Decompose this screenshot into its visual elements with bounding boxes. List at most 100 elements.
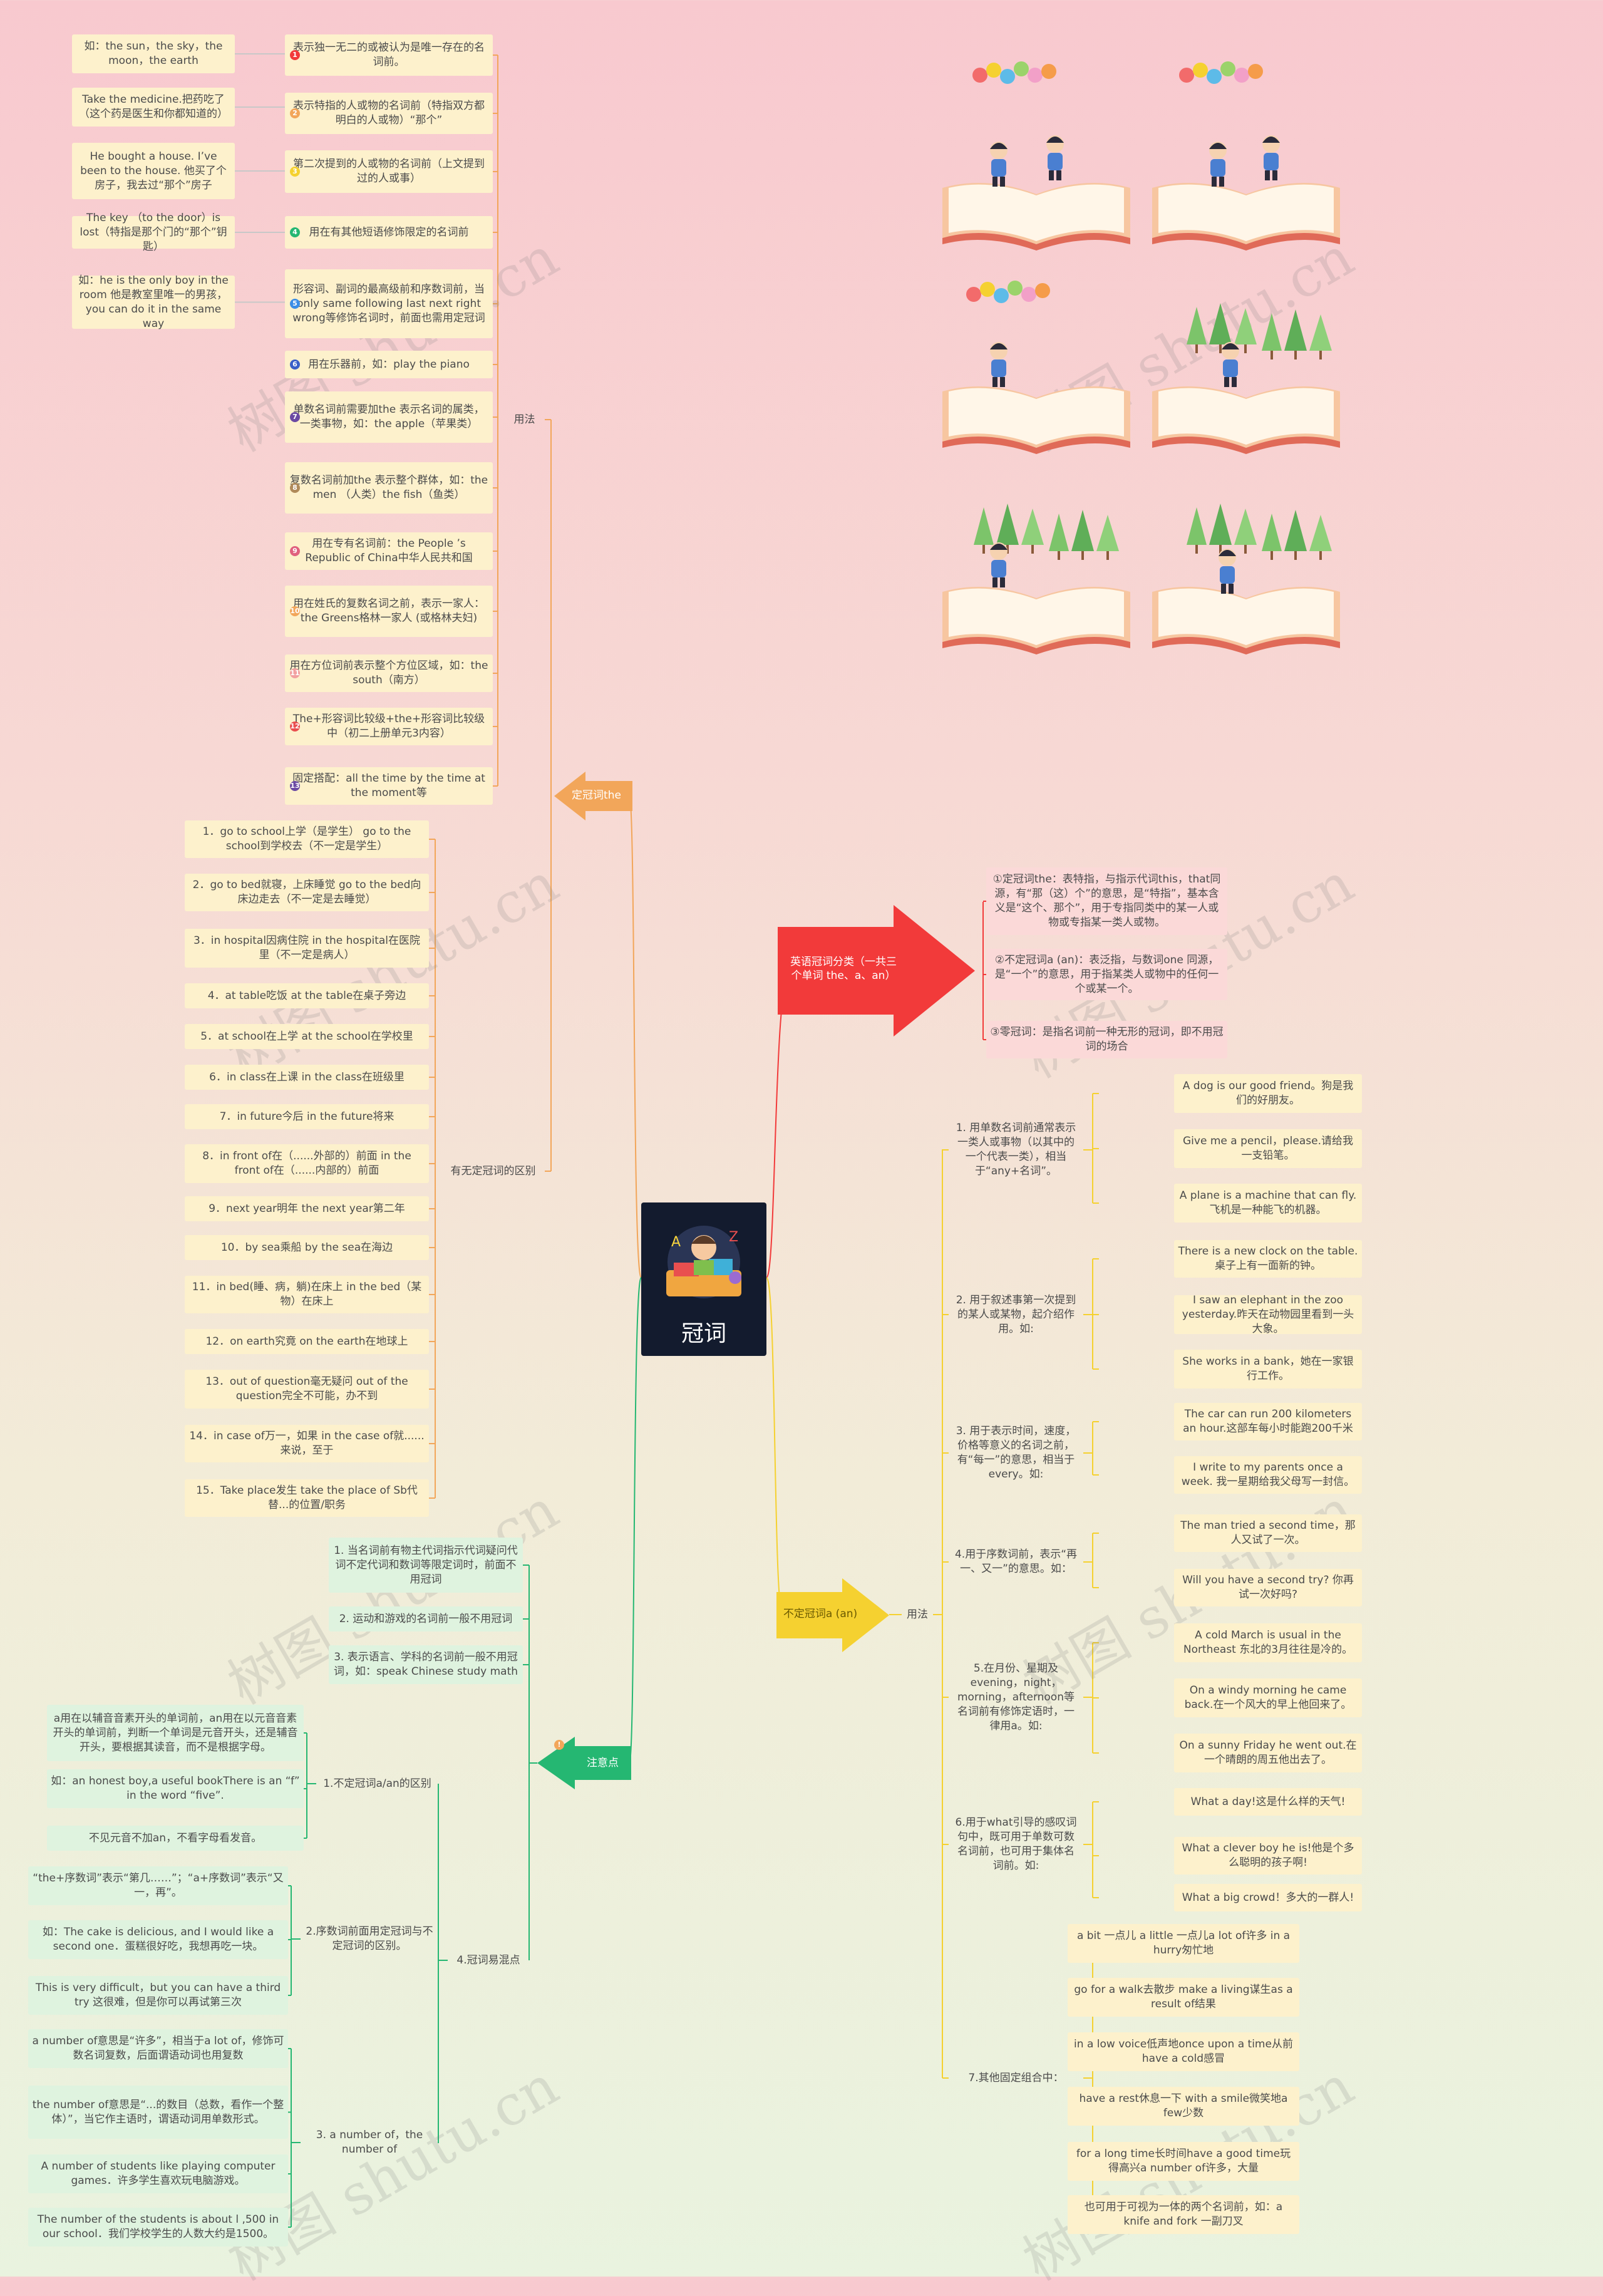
note-a-an-item[interactable]: 不见元音不加an，不看字母看发音。: [47, 1826, 304, 1851]
note-order-item[interactable]: “the+序数词”表示“第几……”；“a+序数词”表示“又一，再”。: [28, 1866, 288, 1905]
indefinite-example[interactable]: Will you have a second try? 你再试一次好吗?: [1174, 1569, 1362, 1606]
indefinite-example[interactable]: in a low voice低声地once upon a time从前have …: [1068, 2032, 1299, 2071]
step-number-badge: 11: [290, 668, 300, 678]
step-number-badge: 2: [290, 108, 300, 118]
indefinite-example[interactable]: I saw an elephant in the zoo yesterday.昨…: [1174, 1294, 1362, 1335]
definite-usage-item[interactable]: 第二次提到的人或物的名词前（上文提到过的人或事）: [285, 150, 493, 193]
difference-item[interactable]: 12．on earth究竟 on the earth在地球上: [185, 1329, 429, 1354]
definite-usage-item[interactable]: 表示独一无二的或被认为是唯一存在的名词前。: [285, 34, 493, 76]
branch-indefinite-label[interactable]: 不定冠词a (an): [783, 1608, 858, 1620]
difference-item[interactable]: 2．go to bed就寝，上床睡觉 go to the bed向床边走去（不一…: [185, 874, 429, 911]
note-order-item[interactable]: 如：The cake is delicious, and I would lik…: [28, 1920, 288, 1959]
indefinite-example[interactable]: The car can run 200 kilometers an hour.这…: [1174, 1403, 1362, 1440]
warning-icon: !: [554, 1740, 564, 1750]
branch-definite-label[interactable]: 定冠词the: [572, 789, 621, 802]
note-number-item[interactable]: a number of意思是“许多”，相当于a lot of，修饰可数名词复数，…: [28, 2029, 288, 2068]
note-item[interactable]: 3. 表示语言、学科的名词前一般不用冠词，如：speak Chinese stu…: [329, 1645, 523, 1684]
definite-example[interactable]: 如：he is the only boy in the room 他是教室里唯一…: [72, 274, 235, 330]
note-number-item[interactable]: the number of意思是“...的数目（总数，看作一个整体）”，当它作主…: [28, 2086, 288, 2139]
indefinite-usage-label[interactable]: 4.用于序数词前，表示“再一、又一”的意思。如：: [954, 1548, 1078, 1575]
indefinite-example[interactable]: There is a new clock on the table.桌子上有一面…: [1174, 1240, 1362, 1278]
definite-usage-item[interactable]: 用在乐器前，如：play the piano: [285, 351, 493, 378]
indefinite-usage-label[interactable]: 3. 用于表示时间，速度，价格等意义的名词之前，有“每一”的意思，相当于ever…: [956, 1425, 1076, 1481]
indefinite-example[interactable]: On a sunny Friday he went out.在一个晴朗的周五他出…: [1174, 1734, 1362, 1772]
indefinite-example[interactable]: 也可用于可视为一体的两个名词前，如：a knife and fork 一副刀叉: [1068, 2195, 1299, 2234]
note-number-item[interactable]: A number of students like playing comput…: [28, 2154, 288, 2193]
difference-item[interactable]: 1．go to school上学（是学生） go to the school到学…: [185, 820, 429, 858]
branch-category-label[interactable]: 英语冠词分类（一共三个单词 the、a、an）: [790, 956, 897, 982]
indefinite-example[interactable]: Give me a pencil，please.请给我一支铅笔。: [1174, 1129, 1362, 1168]
difference-item[interactable]: 5．at school在上学 at the school在学校里: [185, 1024, 429, 1049]
indefinite-example[interactable]: have a rest休息一下 with a smile微笑地a few少数: [1068, 2087, 1299, 2126]
category-item[interactable]: ①定冠词the：表特指，与指示代词this，that同源，有“那（这）个”的意思…: [986, 867, 1227, 935]
indefinite-example[interactable]: On a windy morning he came back.在一个风大的早上…: [1174, 1678, 1362, 1717]
definite-usage-item[interactable]: 用在有其他短语修饰限定的名词前: [285, 216, 493, 249]
note-a-an-item[interactable]: 如：an honest boy,a useful bookThere is an…: [47, 1769, 304, 1808]
category-item[interactable]: ③零冠词：是指名词前一种无形的冠词，即不用冠词的场合: [986, 1021, 1227, 1058]
difference-item[interactable]: 11．in bed(睡、病，躺)在床上 in the bed（某物）在床上: [185, 1276, 429, 1313]
note-confuse-label[interactable]: 4.冠词易混点: [456, 1953, 520, 1967]
definite-example[interactable]: Take the medicine.把药吃了（这个药是医生和你都知道的）: [72, 88, 235, 127]
category-item[interactable]: ②不定冠词a (an)：表泛指，与数词one 同源，是“一个”的意思，用于指某类…: [986, 949, 1227, 1000]
indefinite-example[interactable]: go for a walk去散步 make a living谋生as a res…: [1068, 1978, 1299, 2017]
indefinite-example[interactable]: What a clever boy he is!他是个多么聪明的孩子啊!: [1174, 1837, 1362, 1875]
note-number-item[interactable]: The number of the students is about l ,5…: [28, 2208, 288, 2247]
indefinite-usage-label[interactable]: 7.其他固定组合中：: [968, 2071, 1064, 2084]
definite-usage-item[interactable]: 表示特指的人或物的名词前（特指双方都明白的人或物）“那个”: [285, 93, 493, 134]
definite-usage-item[interactable]: 复数名词前加the 表示整个群体，如：the men （人类）the fish（…: [285, 462, 493, 514]
definite-usage-item[interactable]: 形容词、副词的最高级前和序数词前，当only same following la…: [285, 269, 493, 338]
difference-item[interactable]: 13．out of question毫无疑问 out of the questi…: [185, 1370, 429, 1409]
root-node[interactable]: A Z 冠词: [641, 1202, 766, 1356]
difference-item[interactable]: 4．at table吃饭 at the table在桌子旁边: [185, 983, 429, 1008]
definite-usage-item[interactable]: 用在姓氏的复数名词之前，表示一家人：the Greens格林一家人 (或格林夫妇…: [285, 586, 493, 637]
indefinite-usage-label[interactable]: 1. 用单数名词前通常表示一类人或事物（以其中的一个代表一类），相当于“any+…: [956, 1122, 1076, 1177]
definite-example[interactable]: The key （to the door）is lost（特指是那个门的“那个”…: [72, 212, 235, 253]
label-usage-indefinite: 用法: [907, 1608, 928, 1621]
reading-books-illustration: [942, 61, 1340, 654]
note-order-item[interactable]: This is very difficult，but you can have …: [28, 1976, 288, 2015]
indefinite-usage-label[interactable]: 6.用于what引导的感叹词句中，既可用于单数可数名词前，也可用于集体名词前。如…: [955, 1816, 1077, 1872]
note-item[interactable]: 1. 当名词前有物主代词指示代词疑问代词不定代词和数词等限定词时，前面不用冠词: [329, 1538, 523, 1593]
difference-item[interactable]: 14．in case of万一，如果 in the case of就......…: [185, 1425, 429, 1462]
step-number-badge: 6: [290, 359, 300, 370]
indefinite-example[interactable]: A cold March is usual in the Northeast 东…: [1174, 1623, 1362, 1662]
indefinite-example[interactable]: A dog is our good friend。狗是我们的好朋友。: [1174, 1074, 1362, 1113]
indefinite-example[interactable]: What a big crowd！多大的一群人!: [1174, 1884, 1362, 1911]
difference-item[interactable]: 3．in hospital因病住院 in the hospital在医院里（不一…: [185, 929, 429, 968]
difference-item[interactable]: 7．in future今后 in the future将来: [185, 1104, 429, 1129]
indefinite-usage-label[interactable]: 5.在月份、星期及evening，night，morning，afternoon…: [957, 1662, 1075, 1732]
indefinite-example[interactable]: The man tried a second time，那人又试了一次。: [1174, 1514, 1362, 1552]
definite-example[interactable]: 如：the sun，the sky，the moon，the earth: [72, 34, 235, 73]
indefinite-example[interactable]: I write to my parents once a week. 我一星期给…: [1174, 1456, 1362, 1494]
note-number-label[interactable]: 3. a number of，the number of: [316, 2129, 423, 2156]
step-number-badge: 13: [290, 781, 300, 791]
step-number-badge: 12: [290, 721, 300, 732]
difference-item[interactable]: 10．by sea乘船 by the sea在海边: [185, 1235, 429, 1260]
connector-line: [629, 1277, 642, 1764]
difference-item[interactable]: 15．Take place发生 take the place of Sb代替..…: [185, 1479, 429, 1517]
difference-item[interactable]: 6．in class在上课 in the class在班级里: [185, 1065, 429, 1090]
difference-item[interactable]: 9．next year明年 the next year第二年: [185, 1196, 429, 1221]
indefinite-example[interactable]: for a long time长时间have a good time玩得高兴a …: [1068, 2142, 1299, 2181]
step-number-badge: 9: [290, 546, 300, 556]
step-number-badge: 8: [290, 483, 300, 493]
difference-item[interactable]: 8．in front of在（......外部的）前面 in the front…: [185, 1144, 429, 1183]
indefinite-example[interactable]: a bit 一点儿 a little 一点儿a lot of许多 in a hu…: [1068, 1924, 1299, 1963]
note-item[interactable]: 2. 运动和游戏的名词前一般不用冠词: [329, 1606, 523, 1632]
step-number-badge: 3: [290, 167, 300, 177]
indefinite-example[interactable]: A plane is a machine that can fly.飞机是一种能…: [1174, 1184, 1362, 1223]
branch-notes-label[interactable]: 注意点: [587, 1757, 619, 1769]
indefinite-usage-label[interactable]: 2. 用于叙述事第一次提到的某人或某物，起介绍作用。如:: [956, 1293, 1076, 1335]
definite-usage-item[interactable]: 用在专有名词前：the People ’s Republic of China中…: [285, 532, 493, 570]
indefinite-example[interactable]: What a day!这是什么样的天气!: [1174, 1788, 1362, 1816]
definite-usage-item[interactable]: 用在方位词前表示整个方位区域，如：the south（南方）: [285, 654, 493, 692]
connector-line: [629, 795, 642, 1278]
note-order-label[interactable]: 2.序数词前面用定冠词与不定冠词的区别。: [306, 1925, 433, 1952]
note-a-an-item[interactable]: a用在以辅音音素开头的单词前，an用在以元音音素开头的单词前，判断一个单词是元音…: [47, 1705, 304, 1761]
definite-usage-item[interactable]: The+形容词比较级+the+形容词比较级中（初二上册单元3内容）: [285, 708, 493, 745]
indefinite-example[interactable]: She works in a bank，她在一家银行工作。: [1174, 1350, 1362, 1388]
definite-usage-item[interactable]: 单数名词前需要加the 表示名词的属类，一类事物，如：the apple（苹果类…: [285, 391, 493, 443]
definite-example[interactable]: He bought a house. I’ve been to the hous…: [72, 143, 235, 199]
definite-usage-item[interactable]: 固定搭配：all the time by the time at the mom…: [285, 767, 493, 805]
note-a-an-label[interactable]: 1.不定冠词a/an的区别: [323, 1777, 431, 1790]
